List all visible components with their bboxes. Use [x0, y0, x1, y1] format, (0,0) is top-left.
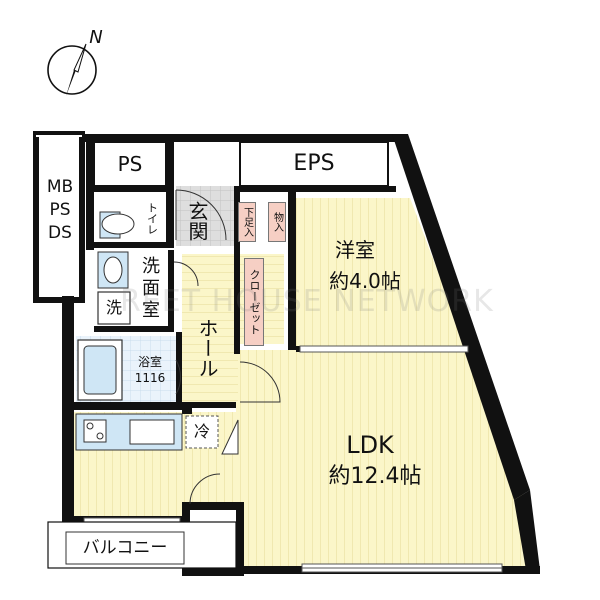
- bath-name: 浴室: [137, 355, 162, 369]
- balcony-label-box: [65, 531, 185, 565]
- eps-label: EPS: [293, 151, 335, 176]
- washer-pan: [97, 291, 131, 325]
- fridge-space: [185, 415, 219, 449]
- ps2-label: PS: [49, 200, 71, 220]
- fridge-label: 冷: [193, 422, 210, 441]
- storage-label: 物入: [268, 202, 286, 242]
- closet-label: クローゼット: [244, 258, 264, 346]
- eps-box: [239, 141, 389, 187]
- entrance-label: 玄関: [185, 201, 209, 241]
- hall-label: ホール: [195, 318, 219, 378]
- north-label: N: [89, 27, 103, 48]
- western-room-size: 約4.0帖: [329, 269, 401, 293]
- washbasin-fixture: [97, 251, 129, 289]
- watermark: REET HOUSE NETWORK: [120, 284, 494, 319]
- washroom-text: 洗面室: [142, 256, 160, 321]
- mbpsds-label: MB PS DS: [40, 176, 80, 245]
- ps-label: PS: [117, 152, 143, 176]
- balcony-label: バルコニー: [82, 537, 168, 558]
- washroom-label: 洗面室: [134, 256, 168, 322]
- shoe-storage-label: 下足入: [238, 202, 256, 242]
- western-room-floor: [296, 198, 466, 346]
- bath-label: 浴室 1116: [126, 354, 174, 386]
- toilet-fixture: [99, 211, 135, 239]
- entrance-floor: [176, 186, 234, 246]
- compass-icon: [47, 43, 97, 96]
- mb-label: MB: [46, 177, 74, 197]
- ldk-name: LDK: [346, 431, 394, 459]
- ds-label: DS: [48, 223, 72, 243]
- ps-box: [93, 141, 167, 187]
- washer-label: 洗: [105, 298, 122, 317]
- doors: [173, 189, 281, 505]
- bathtub-fixture: [77, 339, 123, 401]
- bath-size: 1116: [134, 371, 166, 385]
- ldk-floor: [236, 350, 540, 570]
- hall-floor: [182, 254, 238, 404]
- kitchen-counter: [75, 413, 183, 451]
- western-room-name: 洋室: [335, 238, 375, 262]
- toilet-label: トイレ: [145, 201, 159, 235]
- ldk-size: 約12.4帖: [328, 464, 422, 489]
